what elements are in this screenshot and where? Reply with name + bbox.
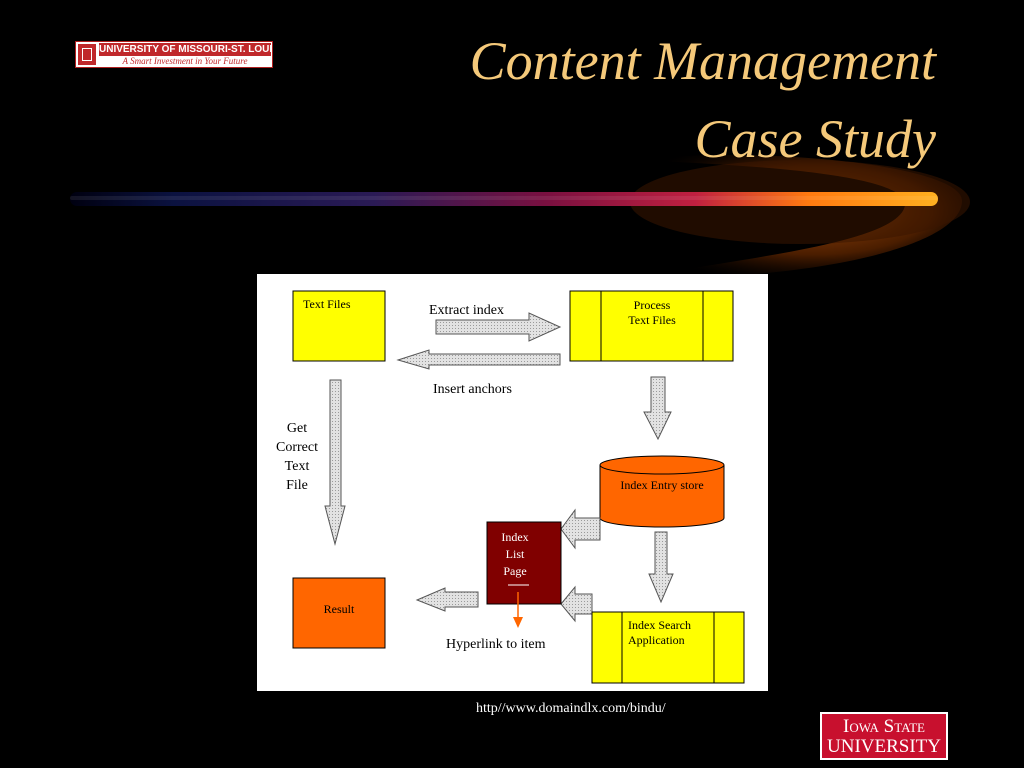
umsl-seal-icon bbox=[78, 44, 96, 65]
label-index-search-application: Index Search Application bbox=[628, 618, 691, 647]
label-index-list-page: Index List Page bbox=[501, 530, 529, 578]
decorative-swoosh bbox=[70, 154, 970, 279]
node-index-list-page bbox=[486, 521, 562, 605]
node-result bbox=[292, 577, 386, 649]
arrow-store-to-search bbox=[648, 531, 674, 604]
label-index-entry-store: Index Entry store bbox=[620, 478, 704, 492]
arrow-get-correct-text-file bbox=[324, 379, 346, 546]
umsl-logo-name: UNIVERSITY OF MISSOURI-ST. LOUIS bbox=[99, 43, 271, 56]
label-hyperlink-to-item: Hyperlink to item bbox=[446, 637, 546, 652]
title-line-2: Case Study bbox=[694, 109, 936, 170]
node-index-entry-store bbox=[599, 455, 725, 528]
label-insert-anchors: Insert anchors bbox=[433, 382, 512, 397]
umsl-logo-tagline: A Smart Investment in Your Future bbox=[122, 56, 248, 66]
title-line-1: Content Management bbox=[469, 31, 936, 91]
arrow-insert-anchors bbox=[396, 349, 561, 370]
isu-logo-line-2: UNIVERSITY bbox=[827, 736, 941, 757]
label-extract-index: Extract index bbox=[429, 303, 505, 318]
umsl-logo: UNIVERSITY OF MISSOURI-ST. LOUIS A Smart… bbox=[75, 41, 273, 68]
node-text-files bbox=[292, 290, 386, 362]
arrow-store-to-list-page bbox=[560, 508, 601, 550]
node-process-text-files bbox=[569, 290, 734, 362]
label-text-files: Text Files bbox=[303, 297, 351, 311]
label-get-correct-text-file: Get Correct Text File bbox=[276, 421, 318, 493]
label-result: Result bbox=[323, 602, 355, 616]
arrow-process-to-store bbox=[643, 376, 672, 441]
diagram-shapes bbox=[292, 290, 745, 684]
isu-logo-line-1: Iowa State bbox=[843, 716, 925, 737]
label-process-text-files: Process Text Files bbox=[628, 298, 676, 327]
hyperlink-arrow bbox=[513, 592, 523, 628]
source-url: http//www.domaindlx.com/bindu/ bbox=[476, 701, 666, 716]
arrow-list-page-to-result bbox=[415, 587, 479, 612]
arrow-extract-index bbox=[435, 312, 562, 342]
content-management-diagram: Text Files Process Text Files Index Entr… bbox=[257, 274, 768, 691]
iowa-state-logo: Iowa State UNIVERSITY bbox=[820, 712, 948, 760]
node-index-search-application bbox=[591, 611, 745, 684]
arrow-search-to-list-page bbox=[560, 585, 593, 623]
slide-title: Content Management Case Study bbox=[470, 22, 936, 179]
